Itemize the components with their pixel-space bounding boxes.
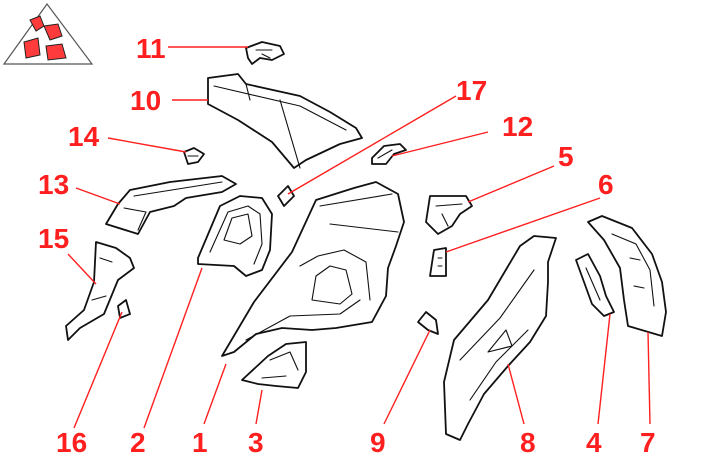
callout-10: 10 [130, 85, 161, 116]
leader-2 [143, 267, 203, 429]
callout-1: 1 [192, 427, 208, 458]
leader-7 [647, 331, 651, 425]
callout-3: 3 [248, 427, 264, 458]
leader-16 [73, 311, 123, 429]
callout-labels: 11 10 17 14 12 5 13 6 15 16 2 1 3 9 8 4 … [38, 33, 656, 458]
leader-4 [597, 313, 611, 425]
part-12 [371, 143, 407, 165]
part-13 [105, 175, 237, 235]
callout-12: 12 [502, 111, 533, 142]
part-14 [183, 147, 205, 165]
part-7 [587, 215, 667, 337]
part-17 [277, 185, 295, 207]
callout-7: 7 [640, 427, 656, 458]
callout-11: 11 [136, 33, 166, 64]
callout-14: 14 [68, 121, 100, 152]
callout-2: 2 [130, 427, 146, 458]
leader-1 [203, 363, 227, 425]
part-5 [425, 195, 473, 235]
callout-5: 5 [558, 141, 574, 172]
leader-14 [107, 137, 187, 153]
leader-13 [75, 187, 121, 205]
leader-9 [383, 329, 431, 425]
callout-4: 4 [586, 427, 602, 458]
leader-15 [67, 253, 97, 285]
part-6 [429, 247, 447, 277]
leader-8 [507, 363, 525, 425]
part-1 [221, 181, 405, 357]
leader-12 [391, 131, 489, 157]
part-9 [417, 311, 439, 335]
part-11 [245, 41, 285, 65]
part-16 [117, 299, 131, 319]
leader-3 [255, 389, 263, 425]
callout-8: 8 [520, 427, 536, 458]
body-panels-logo-icon [2, 2, 94, 65]
leader-lines [67, 46, 651, 429]
part-3 [241, 341, 307, 389]
leader-6 [445, 197, 601, 253]
callout-9: 9 [370, 427, 386, 458]
part-10 [207, 73, 363, 169]
callout-6: 6 [598, 169, 614, 200]
leader-5 [467, 165, 555, 203]
callout-13: 13 [38, 169, 69, 200]
part-4 [575, 253, 615, 317]
part-8 [443, 235, 557, 441]
part-15 [65, 241, 135, 341]
callout-15: 15 [38, 223, 69, 254]
part-2 [197, 195, 273, 277]
leader-17 [287, 95, 457, 195]
callout-16: 16 [56, 427, 87, 458]
callout-17: 17 [456, 75, 487, 106]
